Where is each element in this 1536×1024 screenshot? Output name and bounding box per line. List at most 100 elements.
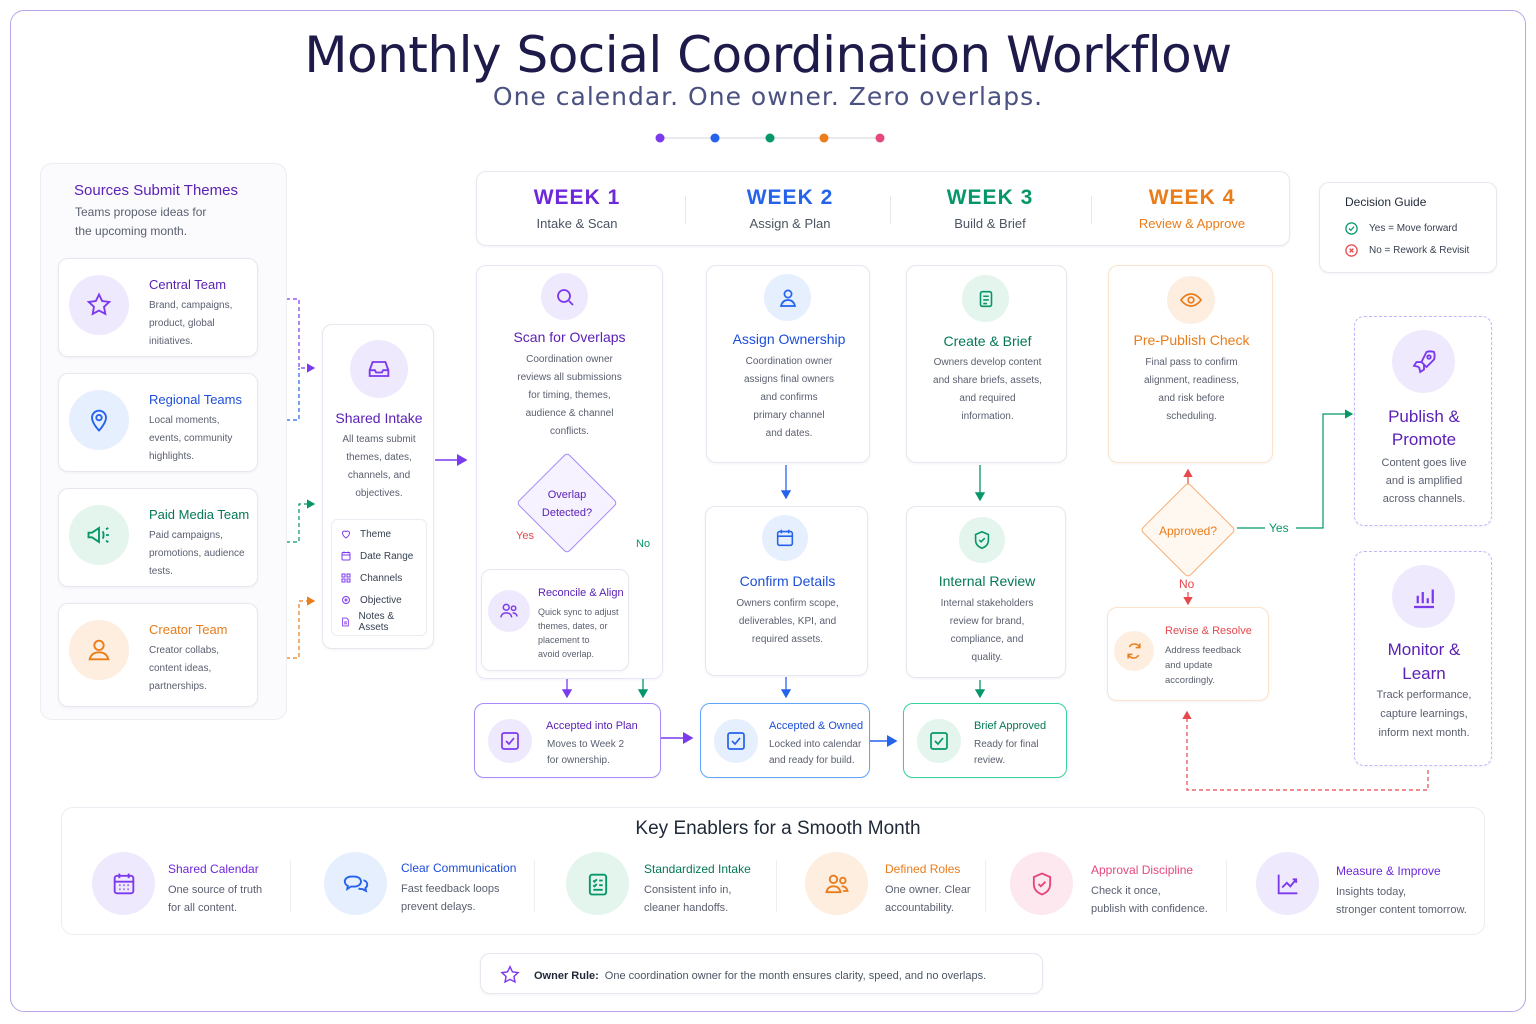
brief-approved-title: Brief Approved [974, 720, 1047, 732]
week-1-label: WEEK 1 [533, 186, 621, 209]
checkbox-icon [714, 719, 758, 763]
sources-title: Sources Submit Themes [74, 182, 238, 199]
week-4-label: WEEK 4 [1148, 186, 1236, 209]
checkbox-icon [917, 719, 961, 763]
page-subtitle: One calendar. One owner. Zero overlaps. [492, 82, 1044, 111]
check-circle-icon [1345, 222, 1358, 235]
document-icon [342, 617, 349, 627]
team-desc: Creator collabs,content ideas,partnershi… [149, 645, 220, 692]
target-icon [342, 596, 350, 604]
create-title: Create & Brief [943, 333, 1032, 349]
team-card-regional[interactable]: Regional Teams Local moments,events, com… [58, 373, 258, 472]
star-icon [69, 275, 129, 335]
enabler-title: Approval Discipline [1091, 863, 1194, 877]
intake-field: Objective [340, 589, 418, 611]
intake-field: Notes & Assets [340, 611, 418, 633]
decision-guide-yes: Yes = Move forward [1344, 221, 1457, 236]
confirm-title: Confirm Details [739, 573, 836, 589]
inbox-icon [350, 340, 408, 398]
intake-field: Theme [340, 523, 418, 545]
monitor-learn-card[interactable]: Monitor &Learn Track performance,capture… [1354, 551, 1492, 766]
weeks-header [476, 171, 1290, 246]
document-icon [962, 275, 1009, 322]
intake-fields-list: Theme Date Range Channels Objective Note… [331, 519, 427, 636]
bar-chart-icon [1392, 565, 1455, 628]
week-2-sub: Assign & Plan [749, 216, 831, 231]
page-title: Monthly Social Coordination Workflow [304, 26, 1232, 84]
people-icon [805, 852, 868, 915]
key-enablers-panel [61, 807, 1485, 935]
calendar-icon [341, 551, 351, 561]
enabler-title: Clear Communication [401, 861, 517, 875]
enabler-title: Measure & Improve [1336, 864, 1441, 878]
monitor-title: Monitor &Learn [1387, 640, 1461, 683]
week-1-sub: Intake & Scan [536, 216, 618, 231]
x-circle-icon [1345, 244, 1358, 257]
confirm-details-card[interactable]: Confirm Details Owners confirm scope,del… [705, 506, 868, 676]
pre-publish-title: Pre-Publish Check [1133, 332, 1250, 348]
team-card-central[interactable]: Central Team Brand, campaigns,product, g… [58, 258, 258, 357]
scan-title: Scan for Overlaps [513, 329, 626, 345]
team-name: Paid Media Team [149, 507, 250, 522]
enabler-desc: Consistent info in,cleaner handoffs. [644, 884, 732, 914]
map-pin-icon [69, 390, 129, 450]
user-icon [764, 274, 811, 321]
team-card-creator[interactable]: Creator Team Creator collabs,content ide… [58, 603, 258, 707]
refresh-icon [1114, 631, 1154, 671]
confirm-desc: Owners confirm scope,deliverables, KPI, … [736, 598, 839, 645]
team-name: Central Team [149, 277, 227, 292]
review-title: Internal Review [938, 573, 1036, 589]
overlap-no-label: No [636, 538, 651, 550]
revise-title: Revise & Resolve [1165, 625, 1252, 637]
week-4-sub: Review & Approve [1138, 216, 1246, 231]
intake-field: Date Range [340, 545, 418, 567]
week-3-sub: Build & Brief [954, 216, 1026, 231]
owner-rule-label: Owner Rule: [534, 970, 599, 982]
decision-guide-no: No = Rework & Revisit [1344, 243, 1469, 258]
intake-title: Shared Intake [335, 410, 423, 426]
chat-icon [324, 852, 387, 915]
grid-icon [341, 573, 351, 583]
megaphone-icon [69, 505, 129, 565]
accepted-plan-title: Accepted into Plan [546, 720, 638, 732]
reconcile-title: Reconcile & Align [538, 587, 624, 599]
accepted-owned-title: Accepted & Owned [769, 720, 864, 732]
owner-rule-text: Owner Rule:One coordination owner for th… [534, 970, 986, 982]
publish-title: Publish &Promote [1388, 407, 1460, 449]
overlap-yes-label: Yes [516, 530, 534, 542]
decision-guide-title: Decision Guide [1345, 195, 1427, 209]
rocket-icon [1392, 330, 1455, 393]
team-name: Creator Team [149, 622, 228, 637]
users-icon [488, 590, 530, 632]
team-card-paid-media[interactable]: Paid Media Team Paid campaigns,promotion… [58, 488, 258, 587]
owner-rule-banner: Owner Rule:One coordination owner for th… [480, 953, 1043, 994]
search-icon [541, 273, 588, 320]
assign-title: Assign Ownership [732, 331, 846, 347]
trend-icon [1256, 852, 1319, 915]
approved-yes-label: Yes [1269, 521, 1289, 535]
eye-icon [1167, 276, 1215, 324]
